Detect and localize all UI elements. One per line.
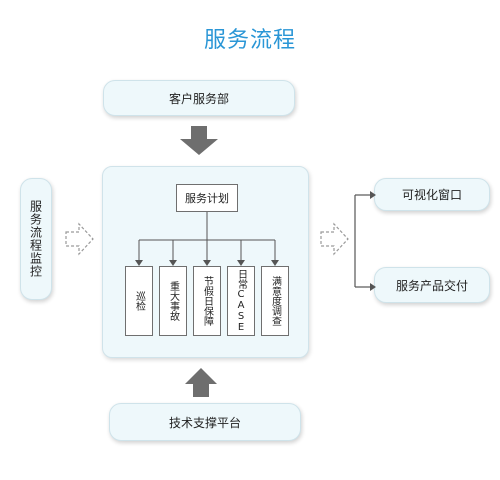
service-plan-box: 服务计划 [176, 184, 238, 212]
customer-service-box: 客户服务部 [103, 80, 295, 116]
daily-case-label: 日常CASE [235, 269, 247, 333]
dashed-right-arrow-icon [65, 222, 94, 256]
holiday-support-label: 节假日保障 [201, 276, 213, 326]
arrowhead-icon [370, 283, 376, 291]
branch-connector [354, 194, 370, 288]
satisfaction-survey-box: 满意度调查 [261, 266, 289, 336]
satisfaction-survey-label: 满意度调查 [269, 276, 281, 326]
service-plan-label: 服务计划 [185, 192, 229, 205]
arrowhead-icon [370, 191, 376, 199]
tech-support-platform-box: 技术支撑平台 [109, 403, 301, 441]
down-arrow-icon [180, 126, 218, 155]
diagram-title: 服务流程 [203, 28, 296, 53]
inspection-box: 巡检 [125, 266, 153, 336]
customer-service-label: 客户服务部 [168, 91, 229, 106]
major-incident-box: 重大事故 [159, 266, 187, 336]
plan-tree-connector [138, 212, 276, 261]
up-arrow-icon [185, 368, 217, 397]
major-incident-label: 重大事故 [167, 281, 179, 321]
daily-case-box: 日常CASE [227, 266, 255, 336]
visual-window-label: 可视化窗口 [401, 188, 462, 202]
service-monitoring-label: 服务流程监控 [28, 200, 43, 278]
tree-arrowheads [135, 260, 279, 266]
product-delivery-box: 服务产品交付 [374, 267, 490, 303]
visual-window-box: 可视化窗口 [374, 178, 490, 211]
service-monitoring-box: 服务流程监控 [20, 178, 52, 300]
inspection-label: 巡检 [133, 291, 145, 311]
holiday-support-box: 节假日保障 [193, 266, 221, 336]
tech-support-platform-label: 技术支撑平台 [168, 415, 241, 430]
product-delivery-label: 服务产品交付 [395, 278, 468, 293]
dashed-right-arrow-icon [320, 222, 349, 256]
